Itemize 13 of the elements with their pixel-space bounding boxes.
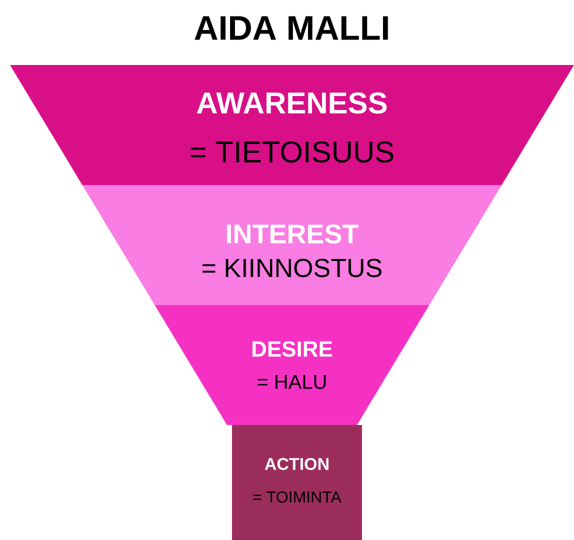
band-text: = HALU [258,375,326,389]
funnel-band [82,185,502,305]
band-heading: DESIRE [252,341,332,357]
title: AIDA MALLI [194,16,388,40]
band-text: = KIINNOSTUS [202,258,382,278]
band-text: = TIETOISUUS [190,141,394,163]
funnel-band [154,305,430,425]
band-text: = TOIMINTA [253,491,342,503]
band-heading: ACTION [264,458,328,470]
band-heading: INTEREST [227,224,358,244]
funnel-band [232,425,362,540]
funnel-band [10,65,574,185]
band-heading: AWARENESS [196,92,387,114]
